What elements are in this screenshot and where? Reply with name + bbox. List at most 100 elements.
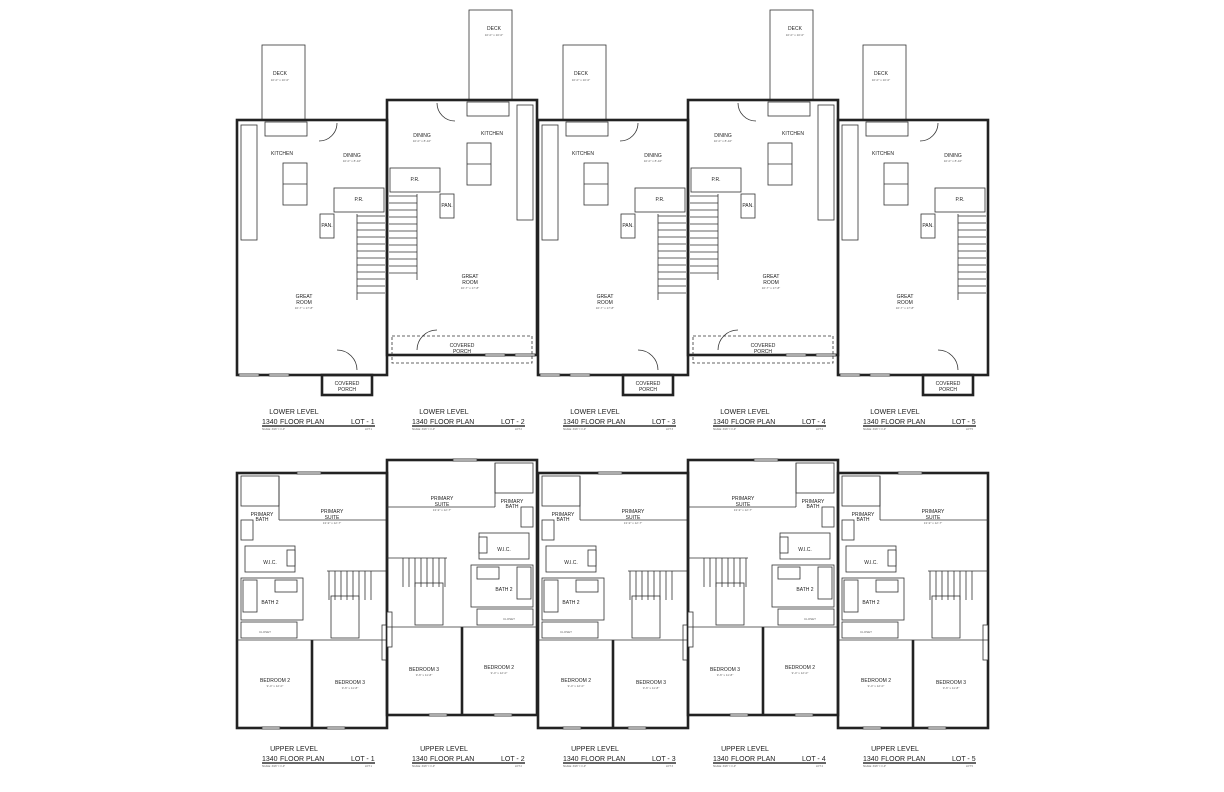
bath2-vanity	[575, 579, 599, 593]
plan-name: FLOOR PLAN	[881, 419, 925, 426]
primary-suite-dim: 13'-9" x 12'-7"	[924, 521, 942, 525]
plan-name: FLOOR PLAN	[731, 419, 775, 426]
kitchen-counter	[240, 124, 258, 241]
primary-suite-label: SUITE	[736, 502, 751, 508]
deck-outline	[468, 9, 513, 101]
bedroom-3-label: BEDROOM 3	[636, 680, 666, 686]
powder-room-label: P.R.	[711, 177, 720, 183]
wic-label: W.I.C.	[564, 560, 578, 566]
kitchen-label: KITCHEN	[572, 151, 594, 157]
pantry-label: PAN.	[922, 223, 933, 229]
primary-suite-label: PRIMARY	[622, 509, 645, 515]
bedroom-2-label: BEDROOM 2	[260, 678, 290, 684]
deck-dim: 10'-0" x 10'-0"	[786, 33, 804, 37]
exterior-walls	[686, 98, 840, 357]
great-room-label: ROOM	[462, 280, 478, 286]
dining-label: DINING	[413, 133, 431, 139]
upper-level-plan-lot-2	[385, 458, 539, 717]
bedroom-2-dim: 9'-4" x 12'-0"	[792, 671, 809, 675]
plan-number: 1340	[563, 756, 579, 763]
great-room-label: ROOM	[897, 300, 913, 306]
window	[815, 353, 837, 357]
bath2-label: BATH 2	[862, 600, 879, 606]
lot-note: LOT 4	[816, 428, 824, 431]
door-swing	[619, 122, 639, 142]
lot-note: LOT 2	[515, 428, 523, 431]
window	[839, 373, 861, 377]
stair-well	[330, 595, 360, 639]
great-room-dim: 16'-7" x 17'-8"	[461, 286, 479, 290]
bedroom-3-label: BEDROOM 3	[335, 680, 365, 686]
plan-name: FLOOR PLAN	[280, 419, 324, 426]
exterior-walls	[235, 118, 389, 377]
covered-porch-outline	[320, 373, 374, 397]
level-title: UPPER LEVEL	[571, 746, 619, 753]
lot-note: LOT 1	[365, 765, 373, 768]
covered-porch-label: PORCH	[453, 349, 471, 355]
powder-room-walls	[389, 167, 441, 193]
primary-suite-dim: 13'-9" x 12'-7"	[624, 521, 642, 525]
covered-porch-label: COVERED	[335, 381, 360, 387]
sink-counter	[264, 121, 308, 137]
scale-note: SCALE: 3/16" = 1'-0"	[563, 765, 586, 768]
linen	[286, 549, 296, 567]
powder-room-walls	[934, 187, 986, 213]
deck-outline	[862, 44, 907, 121]
covered-porch-label: PORCH	[754, 349, 772, 355]
primary-bath-label: PRIMARY	[852, 512, 875, 518]
primary-bath-label: BATH	[807, 504, 820, 510]
plan-number: 1340	[412, 419, 428, 426]
plan-number: 1340	[412, 756, 428, 763]
bath2-walls	[240, 577, 304, 621]
sink-counter	[865, 121, 909, 137]
covered-porch-label: COVERED	[751, 343, 776, 349]
primary-bath-label: PRIMARY	[251, 512, 274, 518]
great-room-label: ROOM	[763, 280, 779, 286]
bath2-label: BATH 2	[796, 587, 813, 593]
linen	[887, 549, 897, 567]
kitchen-counter	[817, 104, 835, 221]
stair-rail	[386, 611, 393, 648]
primary-suite-label: PRIMARY	[922, 509, 945, 515]
pantry	[740, 193, 756, 219]
exterior-walls	[536, 118, 690, 377]
vanity	[240, 519, 254, 541]
bath2-walls	[841, 577, 905, 621]
bathtub	[843, 579, 859, 613]
great-room-label: GREAT	[897, 294, 914, 300]
lot-label: LOT - 4	[802, 756, 826, 763]
vanity	[841, 519, 855, 541]
bath2-label: BATH 2	[495, 587, 512, 593]
pantry-label: PAN.	[441, 203, 452, 209]
bedroom-2-dim: 9'-4" x 12'-0"	[267, 684, 284, 688]
powder-room-walls	[333, 187, 385, 213]
window	[729, 713, 749, 717]
covered-porch-label: COVERED	[936, 381, 961, 387]
primary-bath-label: PRIMARY	[501, 499, 524, 505]
lot-label: LOT - 4	[802, 419, 826, 426]
kitchen-label: KITCHEN	[872, 151, 894, 157]
level-title: LOWER LEVEL	[720, 409, 770, 416]
level-title: LOWER LEVEL	[419, 409, 469, 416]
dining-dim: 10'-0" x 8'-10"	[944, 159, 962, 163]
bath2-label: BATH 2	[261, 600, 278, 606]
lot-note: LOT 4	[816, 765, 824, 768]
great-room-dim: 16'-7" x 17'-8"	[762, 286, 780, 290]
wic-label: W.I.C.	[263, 560, 277, 566]
door-swing	[318, 122, 338, 142]
bedroom-3-dim: 9'-6" x 11'-8"	[943, 686, 960, 690]
window	[562, 726, 582, 730]
primary-suite-dim: 13'-9" x 12'-7"	[433, 508, 451, 512]
primary-suite-label: PRIMARY	[431, 496, 454, 502]
covered-porch-label: PORCH	[639, 387, 657, 393]
entry-door-swing	[717, 329, 739, 351]
linen	[779, 536, 789, 554]
lot-label: LOT - 3	[652, 419, 676, 426]
linen	[587, 549, 597, 567]
powder-room-label: P.R.	[354, 197, 363, 203]
primary-suite-label: PRIMARY	[321, 509, 344, 515]
dining-label: DINING	[343, 153, 361, 159]
deck-label: DECK	[874, 71, 889, 77]
bath2-walls	[771, 564, 835, 608]
dining-dim: 10'-0" x 8'-10"	[413, 139, 431, 143]
